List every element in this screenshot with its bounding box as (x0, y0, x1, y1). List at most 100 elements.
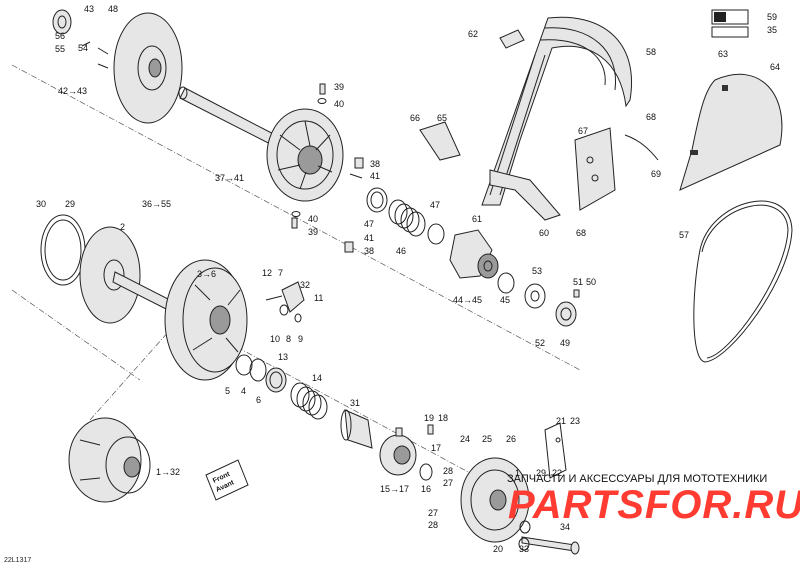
callout-57: 57 (679, 230, 689, 240)
watermark-caption: ЗАПЧАСТИ И АКСЕССУАРЫ ДЛЯ МОТОТЕХНИКИ (507, 473, 767, 485)
screw-39-upper (317, 83, 327, 104)
callout-58: 58 (646, 47, 656, 57)
callout-1-32: 1→32 (156, 467, 180, 477)
callout-16: 16 (421, 484, 431, 494)
spider-15-17 (379, 427, 417, 476)
callout-21: 21 (556, 416, 566, 426)
callout-60: 60 (539, 228, 549, 238)
callout-68-upper: 68 (646, 112, 656, 122)
callout-56: 56 (55, 31, 65, 41)
callout-69: 69 (651, 169, 661, 179)
callout-17: 17 (431, 443, 441, 453)
callout-47-lower: 47 (430, 200, 440, 210)
callout-44-45: 44→45 (453, 295, 482, 305)
drive-pulley-fixed-sheave-2 (79, 226, 171, 324)
slider-shoe-38-upper (349, 157, 364, 179)
callout-66: 66 (410, 113, 420, 123)
callout-25: 25 (482, 434, 492, 444)
screw-51-50 (573, 289, 580, 298)
drive-pulley-sliding-sheave (164, 259, 248, 381)
callout-49: 49 (560, 338, 570, 348)
callout-40-upper: 40 (334, 99, 344, 109)
callout-5: 5 (225, 386, 230, 396)
clutch-leader-line (89, 329, 171, 421)
callout-18: 18 (438, 413, 448, 423)
callout-36-55: 36→55 (142, 199, 171, 209)
callout-27-lower: 27 (428, 508, 438, 518)
callout-9: 9 (298, 334, 303, 344)
screw-39-lower (291, 211, 301, 229)
callout-32-upper: 32 (300, 280, 310, 290)
label-plate-35 (711, 26, 749, 38)
washer-45 (497, 272, 515, 294)
callout-28-lower: 28 (428, 520, 438, 530)
callout-34: 34 (560, 522, 570, 532)
callout-37-41: 37→41 (215, 173, 244, 183)
callout-48: 48 (108, 4, 118, 14)
callout-12: 12 (262, 268, 272, 278)
retainer-49 (555, 301, 577, 327)
governor-cup-20 (460, 457, 531, 543)
ring-gear-29 (40, 214, 86, 286)
slider-shoe-38-lower (344, 241, 354, 253)
callout-15-17: 15→17 (380, 484, 409, 494)
callout-38-lower: 38 (364, 246, 374, 256)
callout-40-lower: 40 (308, 214, 318, 224)
callout-29-lower: 29 (536, 468, 546, 478)
callout-19: 19 (424, 413, 434, 423)
callout-30: 30 (36, 199, 46, 209)
bushing-6 (265, 367, 287, 393)
screws-18-19 (427, 424, 434, 435)
callout-38-upper: 38 (370, 159, 380, 169)
callout-23: 23 (570, 416, 580, 426)
bracket-21-23 (544, 422, 567, 479)
callout-13: 13 (278, 352, 288, 362)
callout-24: 24 (460, 434, 470, 444)
callout-68-lower: 68 (576, 228, 586, 238)
seal-part-54 (52, 9, 72, 35)
spring-14 (290, 382, 328, 420)
callout-3-6: 3→6 (197, 269, 216, 279)
sleeve-31 (340, 409, 373, 449)
front-direction-sign (205, 459, 249, 501)
driven-pulley-sliding-sheave (266, 108, 344, 202)
callout-7: 7 (278, 268, 283, 278)
spring-seat-47-upper (366, 187, 388, 213)
label-plate-59 (711, 9, 749, 25)
callout-55: 55 (55, 44, 65, 54)
callout-59: 59 (767, 12, 777, 22)
clip-62 (499, 29, 525, 49)
watermark-brand: PARTSFOR.RU (508, 483, 800, 527)
callout-64: 64 (770, 62, 780, 72)
bushing-13 (235, 354, 253, 376)
callout-45: 45 (500, 295, 510, 305)
callout-41-upper: 41 (370, 171, 380, 181)
spring-seat-47-lower (427, 223, 445, 245)
callout-50: 50 (586, 277, 596, 287)
cam-assembly-44-45 (449, 229, 499, 279)
callout-27-upper: 27 (443, 478, 453, 488)
callout-2: 2 (120, 222, 125, 232)
support-bracket-60 (489, 169, 561, 221)
callout-33: 33 (519, 544, 529, 554)
callout-14: 14 (312, 373, 322, 383)
callout-52: 52 (535, 338, 545, 348)
callout-8: 8 (286, 334, 291, 344)
callout-22: 22 (552, 468, 562, 478)
bolt-34 (521, 536, 580, 555)
callout-20: 20 (493, 544, 503, 554)
bracket-67 (574, 127, 616, 211)
bracket-65 (419, 121, 461, 161)
callout-67: 67 (578, 126, 588, 136)
callout-28-upper: 28 (443, 466, 453, 476)
callout-62: 62 (468, 29, 478, 39)
callout-46: 46 (396, 246, 406, 256)
callout-43: 43 (84, 4, 94, 14)
callout-65: 65 (437, 113, 447, 123)
callout-39-lower: 39 (308, 227, 318, 237)
washer-53 (524, 283, 546, 309)
spring-46 (388, 199, 426, 237)
hook-69 (624, 134, 659, 161)
